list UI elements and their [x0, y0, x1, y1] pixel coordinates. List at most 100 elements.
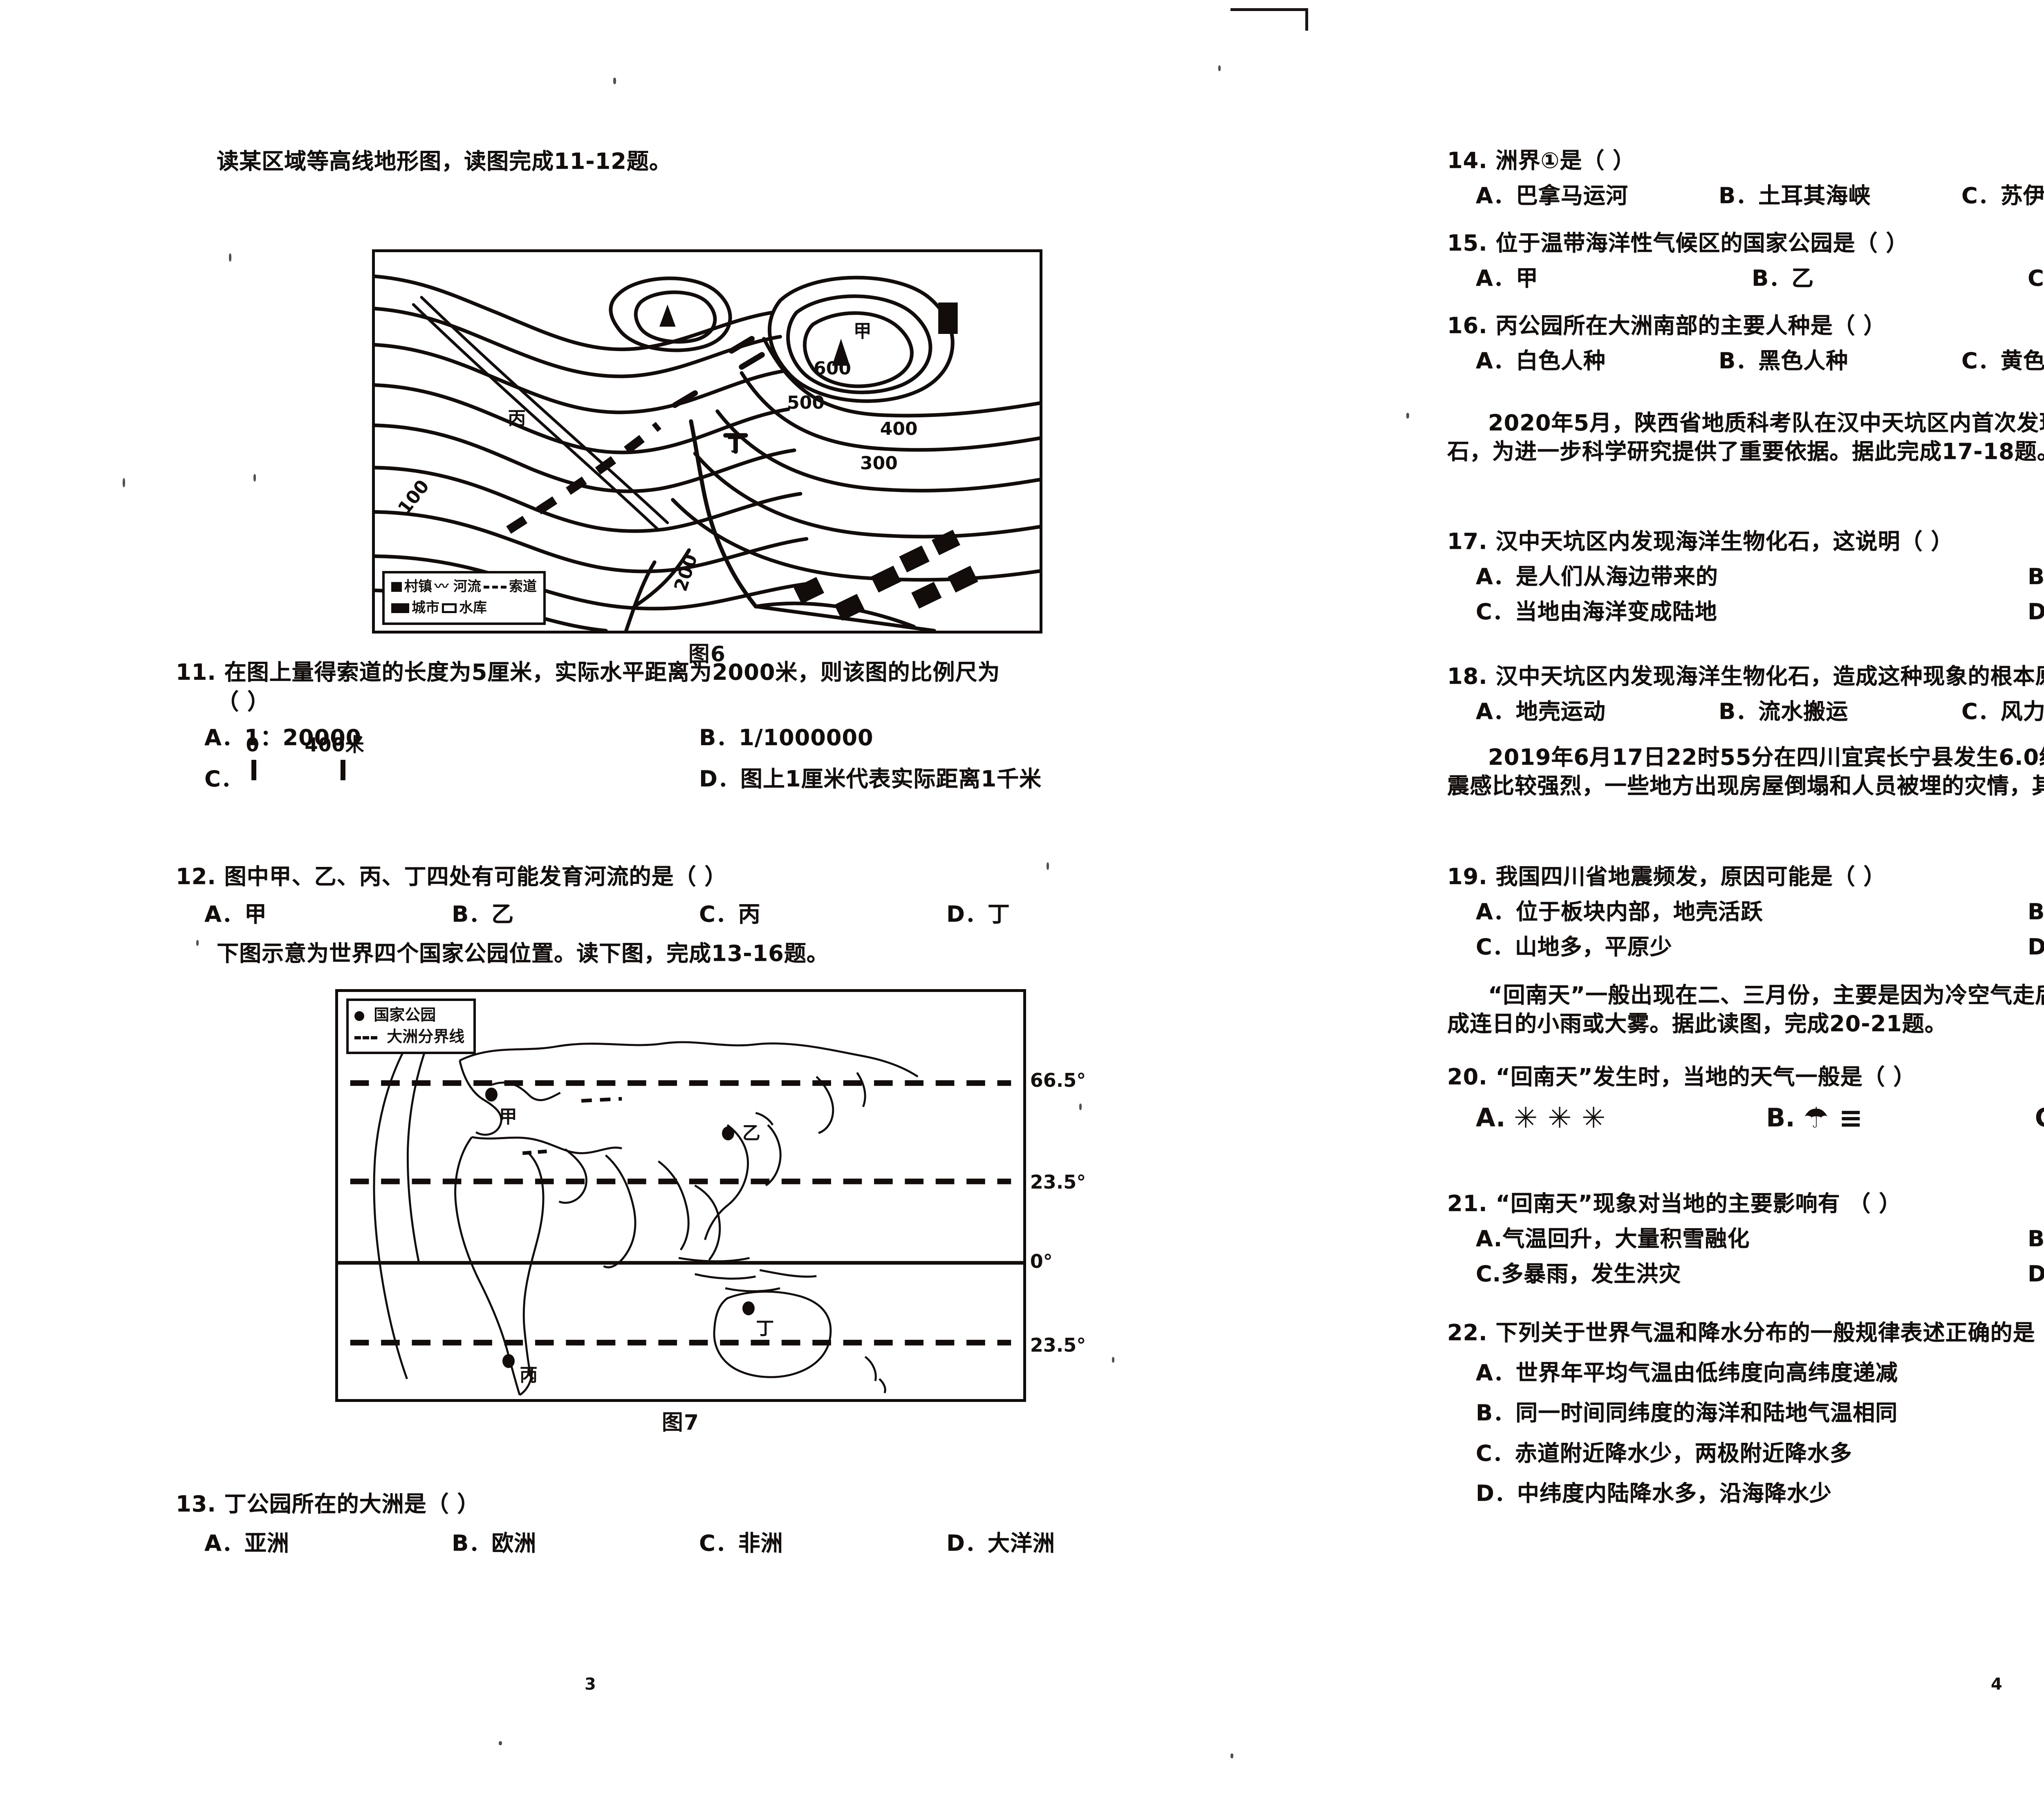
q17-option-b[interactable]: B．这些古生物曾生活在陆地 — [2028, 564, 2044, 590]
place-mark-ding: 丁 — [727, 434, 745, 456]
figure-7-caption: 图7 — [661, 1411, 700, 1435]
q11-options-row-1: A．1：20000 B．1/1000000 — [176, 723, 1194, 752]
drizzle-fog-symbol-icon: ☂ ≡ — [1803, 1101, 1863, 1135]
scan-speckle — [1047, 862, 1049, 870]
q21-option-a[interactable]: A.气温回升，大量积雪融化 — [1476, 1226, 1750, 1252]
q14-option-b[interactable]: B．土耳其海峡 — [1719, 183, 1871, 209]
q19-stem-text: 我国四川省地震频发，原因可能是（ ） — [1495, 864, 1886, 889]
q11-option-c[interactable]: C． 0 400米 — [204, 734, 699, 793]
q17-stem-text: 汉中天坑区内发现海洋生物化石，这说明（ ） — [1495, 528, 1954, 554]
q12-option-d[interactable]: D．丁 — [946, 901, 1010, 927]
q17-option-a[interactable]: A．是人们从海边带来的 — [1476, 564, 1718, 590]
continent-boundary-icon — [354, 1036, 377, 1039]
q18-option-b[interactable]: B．流水搬运 — [1719, 699, 1849, 725]
park-label-jia: 甲 — [499, 1106, 517, 1127]
lat-label-0: 0° — [1030, 1250, 1053, 1273]
lat-label-665: 66.5° — [1030, 1069, 1086, 1092]
q16-option-b[interactable]: B．黑色人种 — [1719, 348, 1849, 374]
q16-option-c[interactable]: C．黄色人种 — [1961, 348, 2044, 374]
scan-speckle — [499, 1741, 502, 1745]
q15-option-b[interactable]: B．乙 — [1752, 265, 1814, 291]
question-11: 11. 在图上量得索道的长度为5厘米，实际水平距离为2000米，则该图的比例尺为… — [176, 658, 1165, 793]
contour-label-400: 400 — [880, 419, 918, 440]
q21-options-row-2: C.多暴雨，发生洪灾 D.多雾，影响交通出行 — [1447, 1260, 2044, 1288]
q19-stem: 19. 我国四川省地震频发，原因可能是（ ） — [1447, 862, 2044, 891]
q19-options-row-1: A．位于板块内部，地壳活跃 B．位于板块的交界处，地壳活跃 — [1447, 898, 2044, 926]
q17-option-d[interactable]: D．海洋和陆地是不会变迁的 — [2028, 599, 2044, 625]
question-15: 15. 位于温带海洋性气候区的国家公园是（ ） A．甲 B．乙 C．丙 D．丁 — [1447, 229, 2044, 293]
q13-option-a[interactable]: A．亚洲 — [204, 1530, 289, 1556]
q21-options-row-1: A.气温回升，大量积雪融化 B.天气干燥，适合晾晒衣服 — [1447, 1225, 2044, 1253]
q19-option-c[interactable]: C．山地多，平原少 — [1476, 934, 1672, 960]
snow-symbol-icon: ✳ ✳ ✳ — [1513, 1101, 1606, 1135]
q13-option-c[interactable]: C．非洲 — [699, 1530, 783, 1556]
village-symbol — [391, 582, 402, 592]
q22-option-a[interactable]: A．世界年平均气温由低纬度向高纬度递减 — [1476, 1360, 1898, 1386]
q20-stem-text: “回南天”发生时，当地的天气一般是（ ） — [1495, 1064, 1916, 1090]
q17-option-c[interactable]: C．当地由海洋变成陆地 — [1476, 599, 1717, 625]
q15-number: 15. — [1447, 230, 1488, 256]
q19-option-d[interactable]: D．沿海地带 — [2028, 934, 2044, 960]
q11-option-d[interactable]: D．图上1厘米代表实际距离1千米 — [699, 766, 1042, 792]
q16-option-a[interactable]: A．白色人种 — [1476, 348, 1606, 374]
question-14: 14. 洲界①是（ ） A．巴拿马运河 B．土耳其海峡 C．苏伊士运河 D．白令… — [1447, 146, 2044, 210]
reservoir-symbol — [442, 603, 457, 613]
q21-option-d[interactable]: D.多雾，影响交通出行 — [2028, 1261, 2044, 1287]
figure-6-container: 600 500 400 300 200 100 甲 丙 丁 村镇 — [176, 204, 1165, 667]
intro-11-12: 读某区域等高线地形图，读图完成11-12题。 — [217, 148, 672, 174]
reservoir-mark — [938, 302, 958, 334]
q13-option-d[interactable]: D．大洋洲 — [946, 1530, 1055, 1556]
q19-option-b[interactable]: B．位于板块的交界处，地壳活跃 — [2028, 899, 2044, 925]
q20-option-b[interactable]: B. ☂ ≡ — [1766, 1103, 2035, 1133]
q15-options: A．甲 B．乙 C．丙 D．丁 — [1447, 264, 2044, 293]
passage-19: 2019年6月17日22时55分在四川宜宾长宁县发生6.0级地震，震源深度16千… — [1447, 744, 2044, 799]
q17-stem: 17. 汉中天坑区内发现海洋生物化石，这说明（ ） — [1447, 527, 2044, 556]
peak-triangles — [659, 304, 850, 366]
q18-option-a[interactable]: A．地壳运动 — [1476, 699, 1606, 725]
q11-option-b[interactable]: B．1/1000000 — [699, 725, 874, 751]
q20-option-a[interactable]: A. ✳ ✳ ✳ — [1476, 1103, 1766, 1133]
q16-stem: 16. 丙公园所在大洲南部的主要人种是（ ） — [1447, 311, 2044, 340]
q12-option-a[interactable]: A．甲 — [204, 901, 267, 927]
scan-speckle — [123, 478, 125, 487]
q21-stem: 21. “回南天”现象对当地的主要影响有 （ ） — [1447, 1189, 2044, 1218]
q14-number: 14. — [1447, 148, 1488, 173]
q13-stem-text: 丁公园所在的大洲是（ ） — [224, 1491, 480, 1517]
q14-option-c[interactable]: C．苏伊士运河 — [1961, 183, 2044, 209]
scale-bar-labels: 0 400米 — [246, 733, 364, 757]
scan-speckle — [1079, 1104, 1082, 1110]
legend-row-park: 国家公园 — [354, 1004, 464, 1026]
q21-option-b[interactable]: B.天气干燥，适合晾晒衣服 — [2028, 1226, 2044, 1252]
q17-options-row-1: A．是人们从海边带来的 B．这些古生物曾生活在陆地 — [1447, 562, 2044, 591]
q19-option-a[interactable]: A．位于板块内部，地壳活跃 — [1476, 899, 1763, 925]
q13-options: A．亚洲 B．欧洲 C．非洲 D．大洋洲 — [176, 1529, 1194, 1558]
lat-label-235-north: 23.5° — [1030, 1171, 1086, 1193]
q13-option-b[interactable]: B．欧洲 — [452, 1530, 537, 1556]
q19-number: 19. — [1447, 864, 1488, 889]
q14-option-a[interactable]: A．巴拿马运河 — [1476, 183, 1628, 209]
q22-option-d[interactable]: D．中纬度内陆降水多，沿海降水少 — [1476, 1480, 1832, 1506]
q13-stem: 13. 丁公园所在的大洲是（ ） — [176, 1490, 1165, 1518]
q14-stem: 14. 洲界①是（ ） — [1447, 146, 2044, 175]
left-column: 读某区域等高线地形图，读图完成11-12题。 — [176, 0, 1165, 1818]
park-dot-jia — [485, 1088, 498, 1102]
q12-option-b[interactable]: B．乙 — [452, 901, 514, 927]
q15-stem: 15. 位于温带海洋性气候区的国家公园是（ ） — [1447, 229, 2044, 257]
legend-reservoir: 水库 — [459, 600, 487, 616]
q21-option-c[interactable]: C.多暴雨，发生洪灾 — [1476, 1261, 1681, 1287]
q11-option-a[interactable]: A．1：20000 — [204, 725, 362, 751]
contour-label-500: 500 — [787, 392, 825, 413]
q20-option-c[interactable]: C. ✳ ↪ — [2035, 1103, 2044, 1133]
q18-option-c[interactable]: C．风力侵蚀 — [1961, 699, 2044, 725]
river-symbol: 〰 — [435, 578, 448, 595]
q15-option-c[interactable]: C．丙 — [2028, 265, 2044, 291]
q15-option-a[interactable]: A．甲 — [1476, 265, 1538, 291]
q16-stem-text: 丙公园所在大洲南部的主要人种是（ ） — [1495, 313, 1886, 338]
q22-option-b[interactable]: B．同一时间同纬度的海洋和陆地气温相同 — [1476, 1400, 1898, 1426]
scale-bar-value: 400米 — [305, 734, 365, 756]
q22-option-c[interactable]: C．赤道附近降水少，两极附近降水多 — [1476, 1440, 1852, 1466]
park-dot-bing — [502, 1354, 515, 1368]
q12-option-c[interactable]: C．丙 — [699, 901, 761, 927]
park-dot-yi — [722, 1126, 734, 1140]
